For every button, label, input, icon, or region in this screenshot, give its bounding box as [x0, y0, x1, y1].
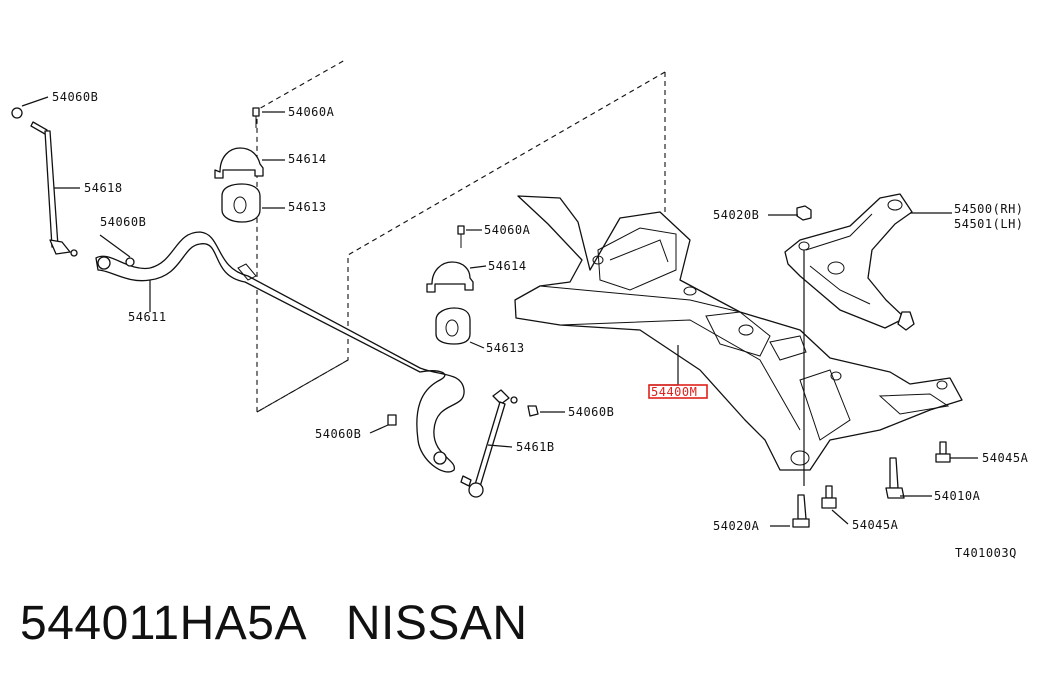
label-54010A: 54010A — [934, 489, 981, 503]
label-54060B-top: 54060B — [52, 90, 98, 104]
label-54500-rh: 54500(RH) — [954, 202, 1024, 216]
label-54613-mid: 54613 — [486, 341, 525, 355]
label-54613-top: 54613 — [288, 200, 327, 214]
bolts — [792, 205, 951, 528]
caption: 544011HA5A NISSAN — [20, 596, 528, 651]
label-54611: 54611 — [128, 310, 167, 324]
label-54060B-mid: 54060B — [100, 215, 146, 229]
highlight-box-54400M — [648, 384, 708, 399]
diagram-code: T401003Q — [955, 546, 1017, 560]
label-54020A: 54020A — [713, 519, 760, 533]
label-5461B: 5461B — [516, 440, 555, 454]
caption-gap — [304, 597, 346, 650]
lower-control-arm — [784, 193, 915, 331]
clamp-bushing-top — [214, 107, 264, 223]
label-54618: 54618 — [84, 181, 123, 195]
label-54501-lh: 54501(LH) — [954, 217, 1024, 231]
front-suspension-member — [514, 195, 963, 471]
label-54614-top: 54614 — [288, 152, 327, 166]
stabilizer-bar — [95, 231, 465, 473]
label-54020B: 54020B — [713, 208, 759, 222]
label-54400M[interactable]: 54400M — [651, 385, 697, 399]
label-54060B-right: 54060B — [568, 405, 614, 419]
brand-name: NISSAN — [345, 597, 528, 650]
label-54614-mid: 54614 — [488, 259, 527, 273]
label-54060B-bottom: 54060B — [315, 427, 361, 441]
part-number: 544011HA5A — [20, 597, 305, 650]
label-54060A-mid: 54060A — [484, 223, 531, 237]
group-dashed-outline — [256, 59, 666, 413]
label-54045A-bottom: 54045A — [852, 518, 899, 532]
stabilizer-link-right — [387, 389, 539, 498]
label-54060A-top: 54060A — [288, 105, 335, 119]
clamp-bushing-mid — [426, 225, 474, 345]
stabilizer-link-left — [11, 107, 78, 257]
label-54045A-right: 54045A — [982, 451, 1029, 465]
